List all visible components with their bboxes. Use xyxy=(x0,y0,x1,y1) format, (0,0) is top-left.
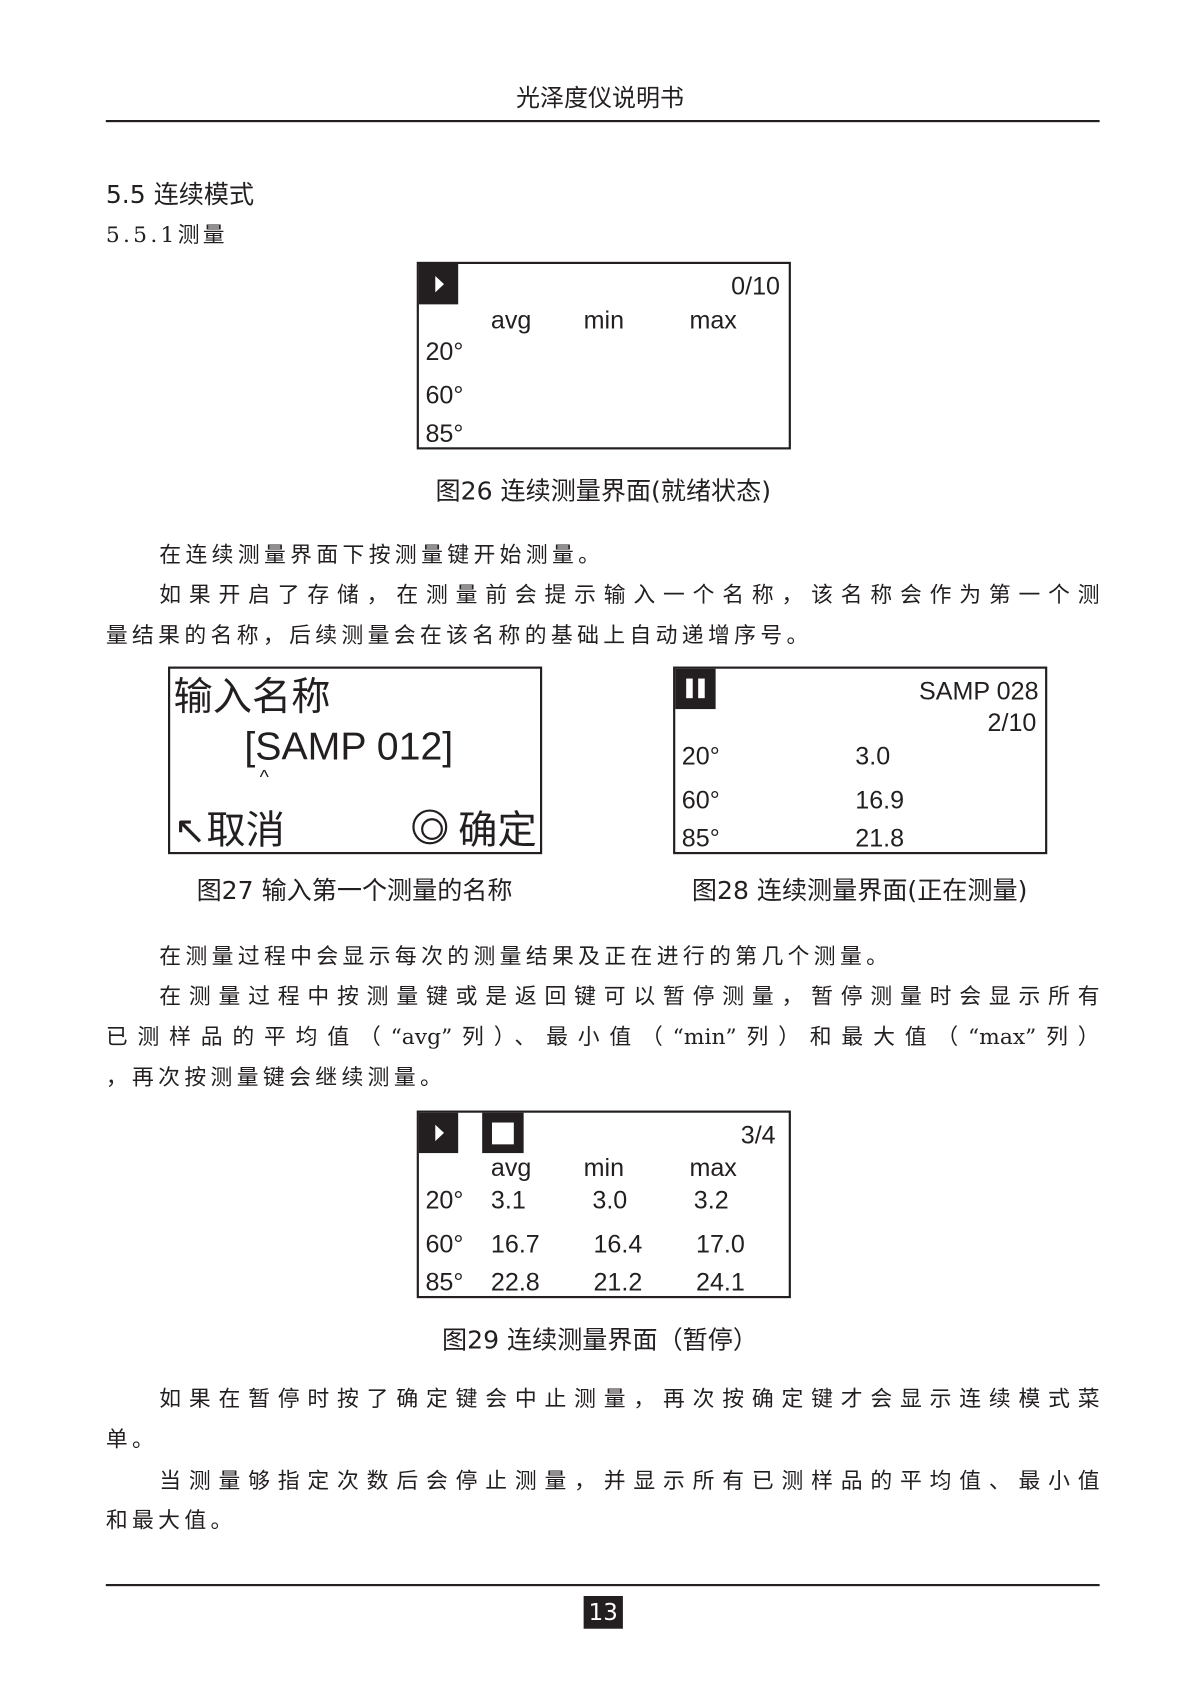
row-angle: 60° xyxy=(425,1229,464,1258)
avg-value: 16.7 xyxy=(490,1229,540,1258)
name-value: [SAMP 012] xyxy=(244,723,454,768)
avg-value: 22.8 xyxy=(490,1267,540,1296)
subsection-title: 5.5.1测量 xyxy=(105,221,228,248)
col-min: min xyxy=(583,305,625,334)
paragraph-line: 单。 xyxy=(105,1425,159,1452)
row-angle: 20° xyxy=(681,741,720,771)
input-title: 输入名称 xyxy=(173,674,331,719)
pause-icon xyxy=(675,668,716,710)
lcd-measuring-screen: SAMP 028 2/10 20° 3.0 60° 16.9 85° 21.8 xyxy=(673,666,1048,855)
max-value: 24.1 xyxy=(695,1267,745,1296)
confirm-label: 确定 xyxy=(458,807,537,852)
section-title: 5.5 连续模式 xyxy=(105,181,255,210)
count: 2/10 xyxy=(987,707,1037,737)
paragraph-line: 在测量过程中按测量键或是返回键可以暂停测量，暂停测量时会显示所有 xyxy=(159,982,1100,1010)
paragraph-line: 已测样品的平均值（“avg”列）、最小值（“min”列）和最大值（“max”列） xyxy=(105,1023,1100,1050)
play-icon xyxy=(418,1112,459,1154)
lcd-name-input-screen: 输入名称 [SAMP 012] ^ ↖取消 确定 xyxy=(167,666,543,855)
min-value: 21.2 xyxy=(593,1267,643,1296)
min-value: 3.0 xyxy=(592,1185,628,1215)
max-value: 17.0 xyxy=(695,1229,745,1258)
row-angle: 60° xyxy=(681,785,720,814)
row-value: 21.8 xyxy=(855,823,905,852)
lcd-paused-screen: 3/4 avg min max 20° 3.1 3.0 3.2 60° 16.7… xyxy=(416,1110,791,1299)
min-value: 16.4 xyxy=(593,1229,643,1258)
paragraph-line: 和最大值。 xyxy=(105,1506,237,1533)
circle-button-icon xyxy=(412,809,448,845)
figure-caption: 图28 连续测量界面(正在测量) xyxy=(691,877,1028,906)
paragraph-line: 在测量过程中会显示每次的测量结果及正在进行的第几个测量。 xyxy=(159,942,893,969)
page-number: 13 xyxy=(583,1595,623,1629)
header-title: 光泽度仪说明书 xyxy=(515,85,684,113)
row-60: 60° xyxy=(425,380,464,410)
figure-caption: 图27 输入第一个测量的名称 xyxy=(196,877,513,906)
stop-icon xyxy=(482,1112,524,1154)
cancel-label: ↖取消 xyxy=(173,807,285,852)
paragraph-line: 量结果的名称，后续测量会在该名称的基础上自动递增序号。 xyxy=(105,621,813,648)
row-value: 3.0 xyxy=(855,741,891,771)
paragraph-line: 如果在暂停时按了确定键会中止测量，再次按确定键才会显示连续模式菜 xyxy=(159,1385,1100,1412)
row-angle: 85° xyxy=(425,1267,464,1296)
col-avg: avg xyxy=(490,305,532,334)
row-angle: 20° xyxy=(425,1185,464,1215)
header-divider xyxy=(105,119,1100,123)
avg-value: 3.1 xyxy=(490,1185,526,1215)
row-85: 85° xyxy=(425,418,464,448)
paragraph-line: ，再次按测量键会继续测量。 xyxy=(105,1063,447,1090)
play-icon xyxy=(418,263,459,305)
cursor-caret: ^ xyxy=(259,765,269,788)
footer-divider xyxy=(105,1583,1100,1587)
max-value: 3.2 xyxy=(693,1185,729,1215)
sample-name: SAMP 028 xyxy=(919,676,1039,705)
lcd-ready-screen: 0/10 avg min max 20° 60° 85° xyxy=(416,261,791,450)
paragraph-line: 在连续测量界面下按测量键开始测量。 xyxy=(159,541,605,568)
count: 0/10 xyxy=(731,271,780,300)
col-max: max xyxy=(689,305,737,334)
col-avg: avg xyxy=(490,1153,532,1182)
row-angle: 85° xyxy=(681,823,720,852)
paragraph-line: 如果开启了存储，在测量前会提示输入一个名称，该名称会作为第一个测 xyxy=(159,581,1100,608)
row-value: 16.9 xyxy=(855,785,905,814)
row-20: 20° xyxy=(425,337,464,366)
count: 3/4 xyxy=(740,1120,776,1149)
col-max: max xyxy=(689,1153,737,1182)
figure-caption: 图29 连续测量界面（暂停） xyxy=(442,1326,758,1355)
figure-caption: 图26 连续测量界面(就绪状态) xyxy=(435,477,772,507)
paragraph-line: 当测量够指定次数后会停止测量，并显示所有已测样品的平均值、最小值 xyxy=(159,1467,1100,1494)
col-min: min xyxy=(583,1153,625,1182)
